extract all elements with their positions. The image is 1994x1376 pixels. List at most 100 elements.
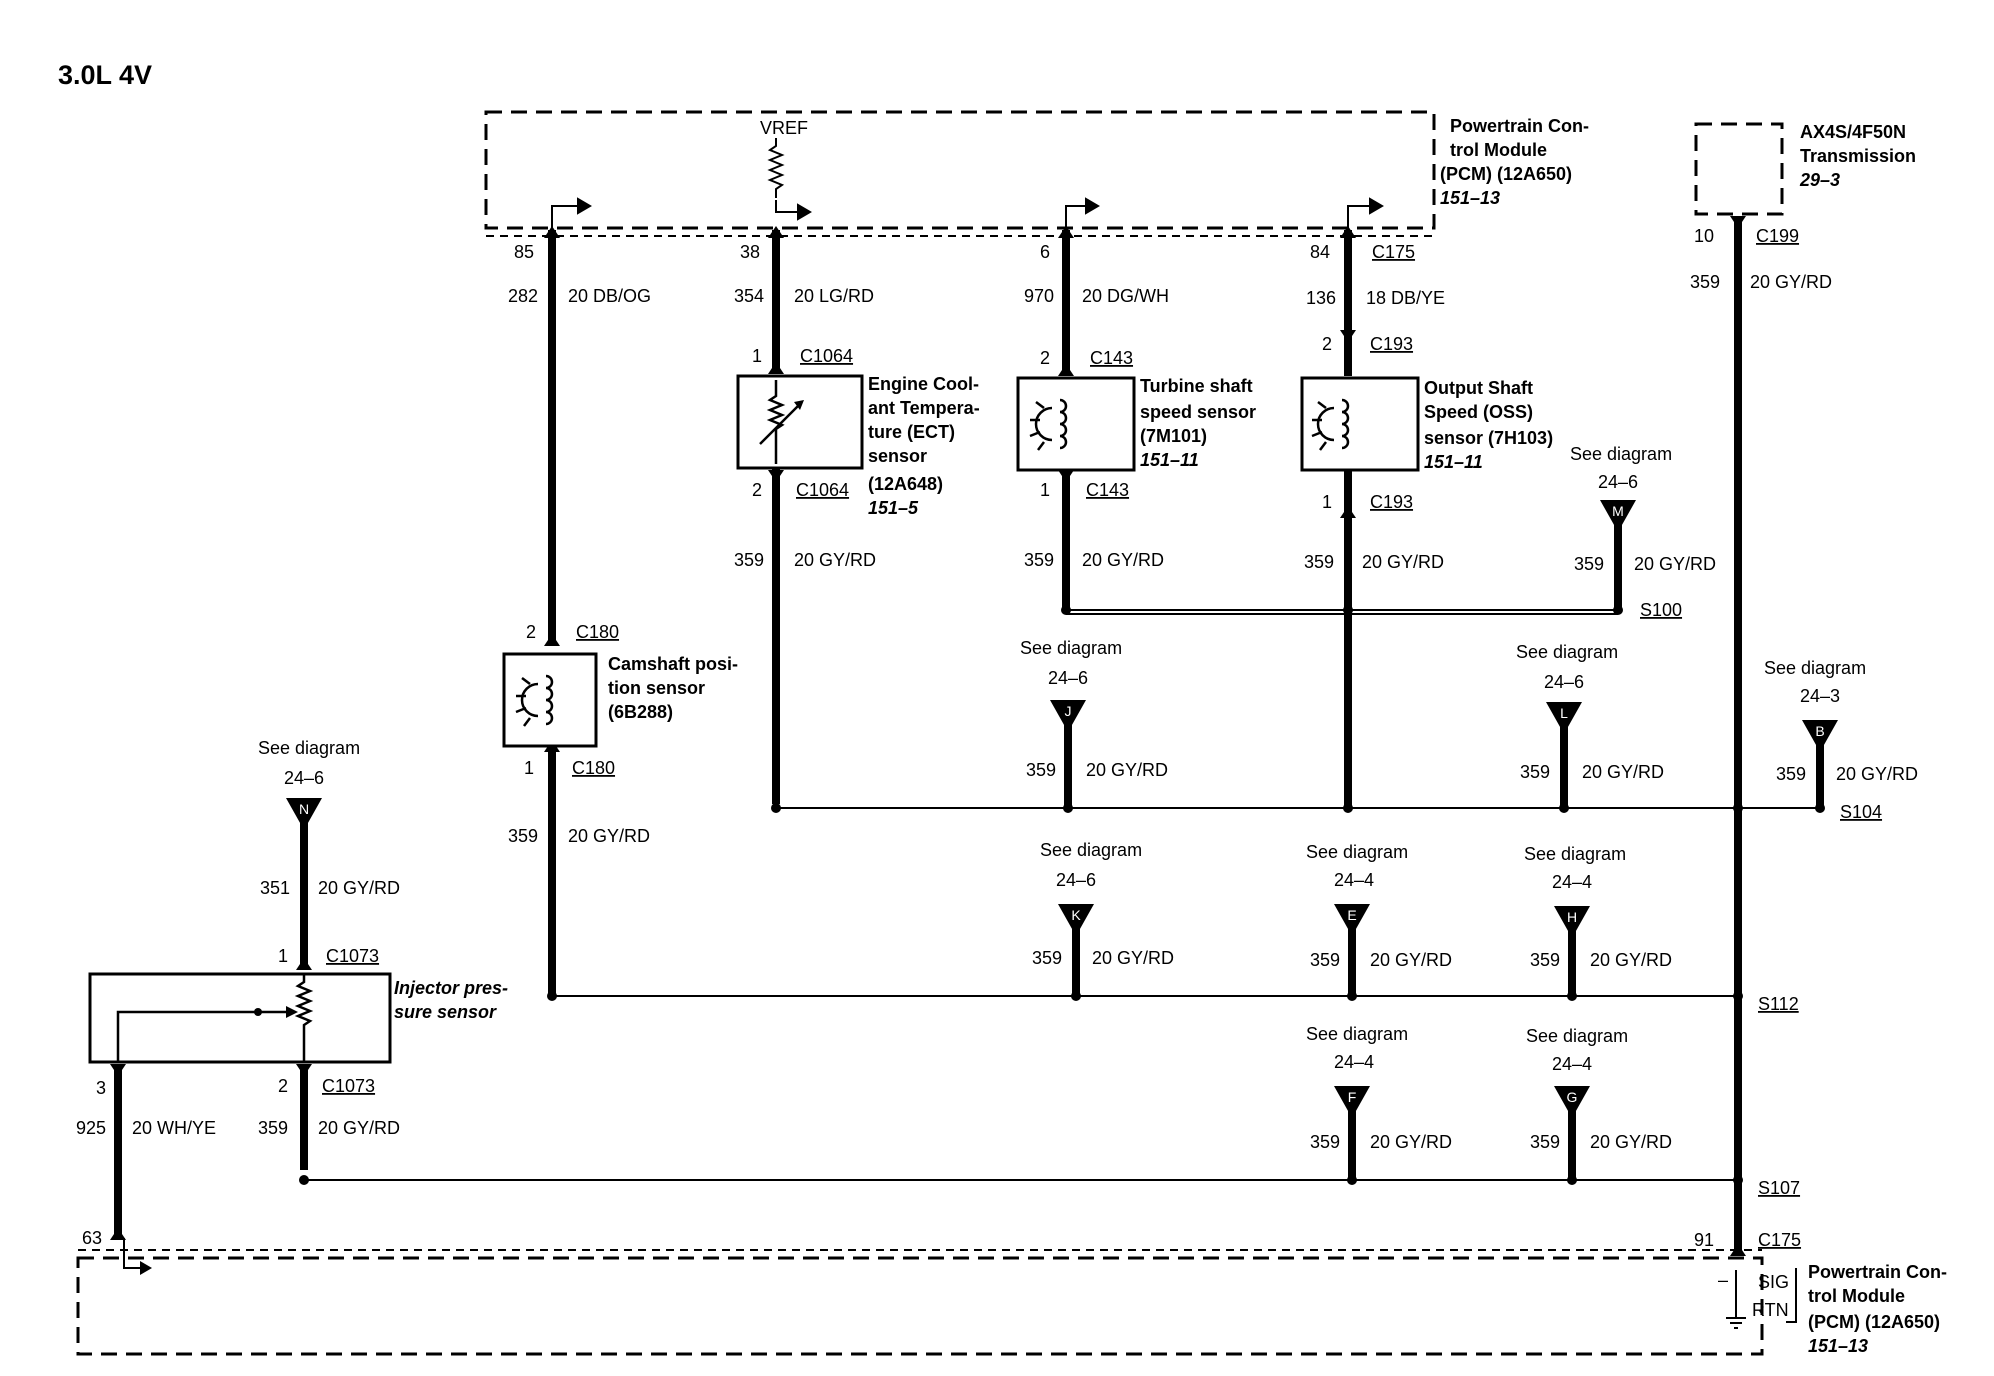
oss-sensor [1300,376,1420,472]
ref-number: 24–6 [1544,672,1584,692]
ref-h: See diagram 24–4 359 20 GY/RD S112 [1524,844,1799,1014]
ref-triangles [286,500,1838,1118]
pin: 2 [526,622,536,642]
connector: C193 [1370,334,1413,354]
ref-letter-j: J [1065,703,1072,719]
pin: 2 [752,480,762,500]
page-title: 3.0L 4V [58,60,152,90]
cmp-name-line1: Camshaft posi- [608,654,738,674]
wire-color: 20 GY/RD [1092,948,1174,968]
injector-pressure-sensor [88,972,392,1064]
pcm-bottom-module: Powertrain Con- trol Module (PCM) (12A65… [76,1238,1947,1356]
wire-color: 20 GY/RD [1582,762,1664,782]
pin: 3 [96,1078,106,1098]
connector: C175 [1372,242,1415,262]
circuit-number: 359 [1776,764,1806,784]
see-diagram-label: See diagram [1526,1026,1628,1046]
cmp-name-line2: tion sensor [608,678,705,698]
pcm-bottom-line2: trol Module [1808,1286,1905,1306]
pin: 10 [1694,226,1714,246]
wire-color: 20 GY/RD [568,826,650,846]
tss-name-line1: Turbine shaft [1140,376,1253,396]
pcm-top-line3: (PCM) (12A650) [1440,164,1572,184]
connector: C1064 [800,346,853,366]
ground-flag-icons [551,197,1384,228]
ref-letter-h: H [1567,909,1577,925]
circuit-number: 136 [1306,288,1336,308]
connector: C180 [572,758,615,778]
circuit-number: 359 [1304,552,1334,572]
pcm-bottom-line1: Powertrain Con- [1808,1262,1947,1282]
tss-sensor [1016,376,1136,472]
pcm-top-module: VREF Powertrain Con- trol Module (PCM) (… [484,110,1589,237]
ground-icon [1726,1270,1746,1329]
thermistor-icon [766,380,786,464]
ref-number: 24–4 [1334,870,1374,890]
injector-labels: See diagram 24–6 351 20 GY/RD 1 C1073 3 … [76,738,508,1248]
wire-color: 20 DB/OG [568,286,651,306]
connector: C1073 [322,1076,375,1096]
pin: 1 [1322,492,1332,512]
circuit-number: 359 [1530,1132,1560,1152]
ect-name-line4: sensor [868,446,927,466]
ref-number: 24–4 [1334,1052,1374,1072]
see-diagram-label: See diagram [1040,840,1142,860]
circuit-number: 359 [1574,554,1604,574]
wire-color: 20 LG/RD [794,286,874,306]
ref-letter-e: E [1347,907,1356,923]
connector: C143 [1086,480,1129,500]
oss-labels: 84 C175 136 18 DB/YE 2 C193 1 C193 359 2… [1304,242,1553,572]
connector: C199 [1756,226,1799,246]
ref-letter-l: L [1560,705,1568,721]
ref-number: 24–4 [1552,1054,1592,1074]
connector: C143 [1090,348,1133,368]
see-diagram-label: See diagram [1306,1024,1408,1044]
ref-letter-g: G [1567,1089,1578,1105]
circuit-number: 359 [1310,1132,1340,1152]
ref-number: 24–4 [1552,872,1592,892]
ref-m: See diagram 24–6 359 20 GY/RD S100 [1570,444,1716,620]
ect-sensor [736,374,864,470]
pcm-top-line2: trol Module [1450,140,1547,160]
ref-e: See diagram 24–4 359 20 GY/RD [1306,842,1452,970]
wire-color: 18 DB/YE [1366,288,1445,308]
pcm-bottom-ref: 151–13 [1808,1336,1868,1356]
circuit-number: 359 [508,826,538,846]
wire-color: 20 GY/RD [318,1118,400,1138]
wire-color: 20 GY/RD [1750,272,1832,292]
circuit-number: 359 [1024,550,1054,570]
pin: 1 [278,946,288,966]
splice-lines [304,609,1820,1181]
potentiometer-icon [294,974,314,1062]
pin: 1 [1040,480,1050,500]
see-diagram-label: See diagram [1524,844,1626,864]
minus-label: – [1718,1270,1728,1290]
tss-name-line2: speed sensor [1140,402,1256,422]
wire-color: 20 GY/RD [1836,764,1918,784]
ect-name-line3: ture (ECT) [868,422,955,442]
pin: 2 [1322,334,1332,354]
connector: C1064 [796,480,849,500]
oss-name-line1: Output Shaft [1424,378,1533,398]
trans-line1: AX4S/4F50N [1800,122,1906,142]
circuit-number: 359 [1026,760,1056,780]
ref-number: 24–3 [1800,686,1840,706]
rtn-label: RTN [1752,1300,1789,1320]
splice-s107: S107 [1758,1178,1800,1198]
tss-labels: 6 970 20 DG/WH 2 C143 1 C143 359 20 GY/R… [1024,242,1256,570]
pin: 1 [752,346,762,366]
oss-ref: 151–11 [1424,452,1483,472]
splice-s112: S112 [1758,994,1799,1014]
vref-resistor-icon [767,138,785,198]
wire-color: 20 GY/RD [1370,950,1452,970]
trans-line2: Transmission [1800,146,1916,166]
see-diagram-label: See diagram [258,738,360,758]
wire-color: 20 GY/RD [1082,550,1164,570]
ref-letter-f: F [1348,1089,1357,1105]
ref-letter-b: B [1815,723,1824,739]
injector-name-line1: Injector pres- [394,978,508,998]
transmission-module: AX4S/4F50N Transmission 29–3 [1694,122,1916,216]
ref-letter-n: N [299,801,309,817]
circuit-number: 359 [1310,950,1340,970]
